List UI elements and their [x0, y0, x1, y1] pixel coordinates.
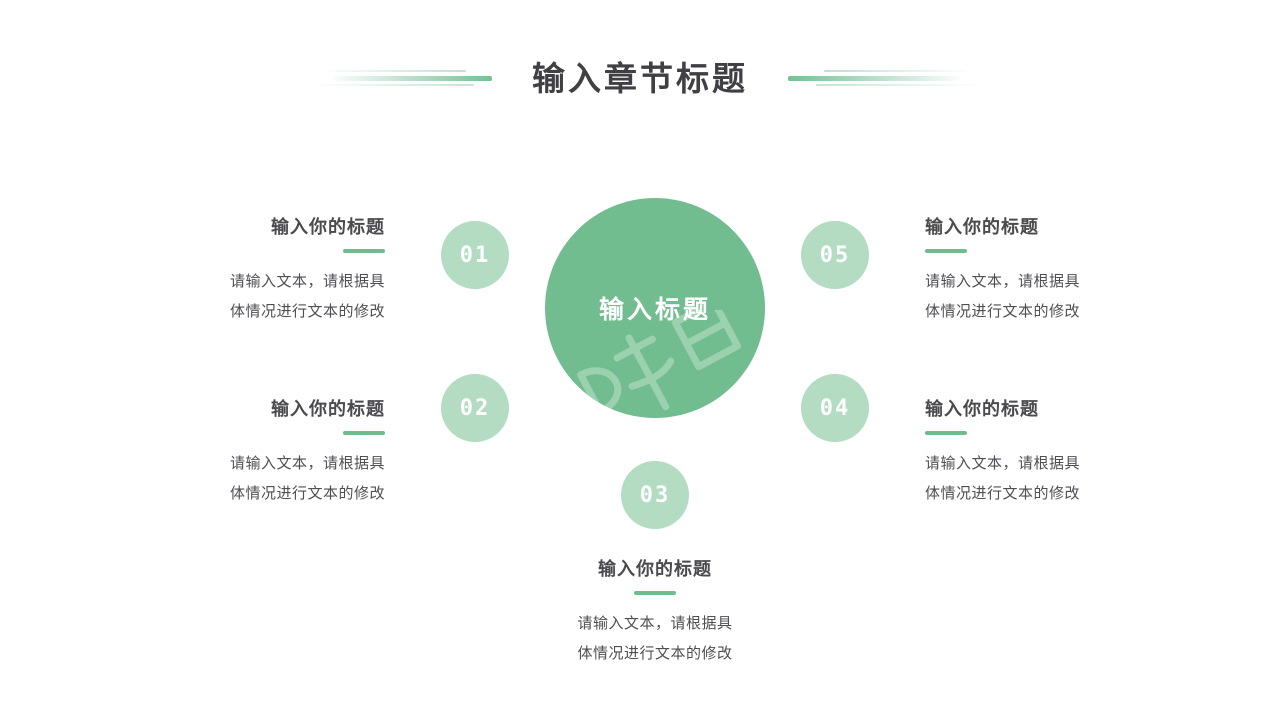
- decoration-line-thin-top: [326, 70, 466, 72]
- content-block-body-line2: 体情况进行文本的修改: [925, 485, 1081, 502]
- content-block-body-line1: 请输入文本，请根据具: [925, 273, 1081, 290]
- number-bubble-label: 02: [459, 395, 491, 421]
- content-block-underline: [634, 591, 676, 595]
- content-block-title: 输入你的标题: [271, 217, 385, 237]
- number-bubble-05[interactable]: 05: [801, 221, 869, 289]
- number-bubble-01[interactable]: 01: [441, 221, 509, 289]
- content-block-body-line1: 请输入文本，请根据具: [925, 455, 1081, 472]
- content-block-title: 输入你的标题: [925, 399, 1039, 419]
- number-bubble-02[interactable]: 02: [441, 374, 509, 442]
- decoration-line-thin-bottom: [318, 84, 474, 86]
- content-block-03: 输入你的标题 请输入文本，请根据具 体情况进行文本的修改: [505, 556, 805, 669]
- content-block-04: 输入你的标题 请输入文本，请根据具 体情况进行文本的修改: [925, 396, 1185, 509]
- content-block-01: 输入你的标题 请输入文本，请根据具 体情况进行文本的修改: [125, 214, 385, 327]
- content-block-body-line2: 体情况进行文本的修改: [229, 303, 385, 320]
- content-block-body-line1: 请输入文本，请根据具: [229, 455, 385, 472]
- content-block-underline: [343, 431, 385, 435]
- content-block-05: 输入你的标题 请输入文本，请根据具 体情况进行文本的修改: [925, 214, 1185, 327]
- content-block-underline: [925, 249, 967, 253]
- content-block-underline: [925, 431, 967, 435]
- content-block-underline: [343, 249, 385, 253]
- decoration-line-thin-top: [824, 70, 966, 72]
- content-block-title: 输入你的标题: [925, 217, 1039, 237]
- decoration-line-thin-bottom: [816, 84, 974, 86]
- content-block-body-line2: 体情况进行文本的修改: [229, 485, 385, 502]
- content-block-02: 输入你的标题 请输入文本，请根据具 体情况进行文本的修改: [125, 396, 385, 509]
- watermark-logo: [577, 310, 742, 418]
- hub-label: 输入标题: [598, 296, 711, 324]
- decoration-line-thick: [788, 76, 960, 81]
- header-decoration-left: [312, 55, 492, 103]
- header-decoration-right: [788, 55, 978, 103]
- content-block-body-line2: 体情况进行文本的修改: [925, 303, 1081, 320]
- center-hub-circle[interactable]: 输入标题: [545, 198, 765, 418]
- slide-header: 输入章节标题: [0, 55, 1280, 115]
- number-bubble-label: 04: [819, 395, 851, 421]
- page-title: 输入章节标题: [532, 60, 748, 97]
- content-block-body-line1: 请输入文本，请根据具: [229, 273, 385, 290]
- number-bubble-label: 05: [819, 242, 851, 268]
- number-bubble-label: 03: [639, 482, 671, 508]
- content-block-title: 输入你的标题: [271, 399, 385, 419]
- number-bubble-label: 01: [459, 242, 491, 268]
- content-block-body-line2: 体情况进行文本的修改: [577, 645, 733, 662]
- number-bubble-04[interactable]: 04: [801, 374, 869, 442]
- decoration-line-thick: [334, 76, 492, 81]
- content-block-body-line1: 请输入文本，请根据具: [577, 615, 733, 632]
- number-bubble-03[interactable]: 03: [621, 461, 689, 529]
- content-block-title: 输入你的标题: [598, 559, 712, 579]
